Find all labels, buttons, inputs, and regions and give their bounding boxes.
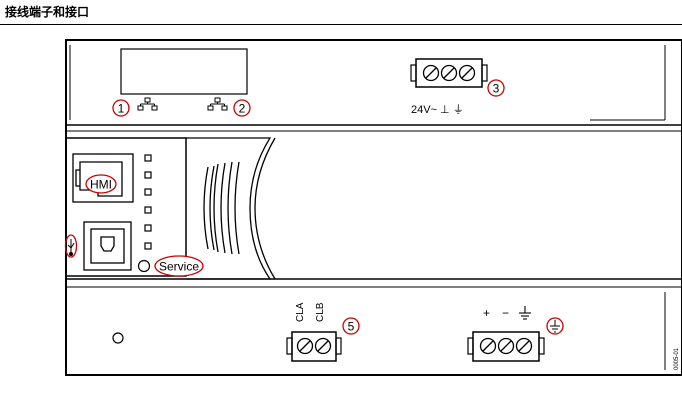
power-terminal — [410, 58, 488, 88]
display-window — [120, 48, 248, 95]
indicator-hole — [112, 332, 124, 344]
svg-text:5: 5 — [348, 320, 355, 334]
front-cover — [186, 137, 276, 280]
bus-terminal — [286, 331, 342, 362]
usb-port — [83, 221, 132, 271]
title-divider — [0, 24, 682, 25]
ethernet-icon — [137, 97, 158, 111]
power-label: 24V~ ⊥ ⏚ — [411, 103, 464, 116]
bus-label-cla: CLA — [295, 302, 306, 322]
hmi-label: HMI — [85, 174, 117, 194]
port-module — [65, 137, 187, 277]
figure-code: 0005-01 — [674, 347, 680, 370]
svg-text:HMI: HMI — [90, 178, 112, 192]
screw-terminal-icon — [422, 64, 476, 82]
callout-3: 3 — [487, 79, 505, 97]
svg-text:2: 2 — [239, 102, 246, 116]
sign-plus: + — [483, 306, 490, 320]
secondary-terminal — [467, 331, 545, 362]
screw-terminal-icon — [479, 337, 533, 355]
status-led-column — [144, 154, 152, 250]
usb-icon — [64, 234, 78, 258]
ethernet-icon — [207, 97, 228, 111]
callout-2: 2 — [233, 99, 251, 117]
device-housing — [65, 39, 682, 376]
callout-1: 1 — [112, 99, 130, 117]
callout-5: 5 — [342, 317, 360, 335]
earth-icon — [546, 317, 564, 335]
service-label: Service — [154, 255, 204, 277]
service-button — [137, 259, 151, 273]
screw-terminal-icon — [296, 337, 332, 355]
page-title: 接线端子和接口 — [5, 5, 90, 19]
bus-label-clb: CLB — [315, 302, 326, 322]
svg-text:Service: Service — [159, 260, 199, 274]
ground-icon — [519, 306, 531, 320]
vent-slots — [203, 161, 240, 255]
svg-text:3: 3 — [493, 82, 500, 96]
hmi-port — [72, 153, 134, 203]
svg-text:1: 1 — [118, 102, 125, 116]
sign-minus: − — [502, 306, 509, 320]
